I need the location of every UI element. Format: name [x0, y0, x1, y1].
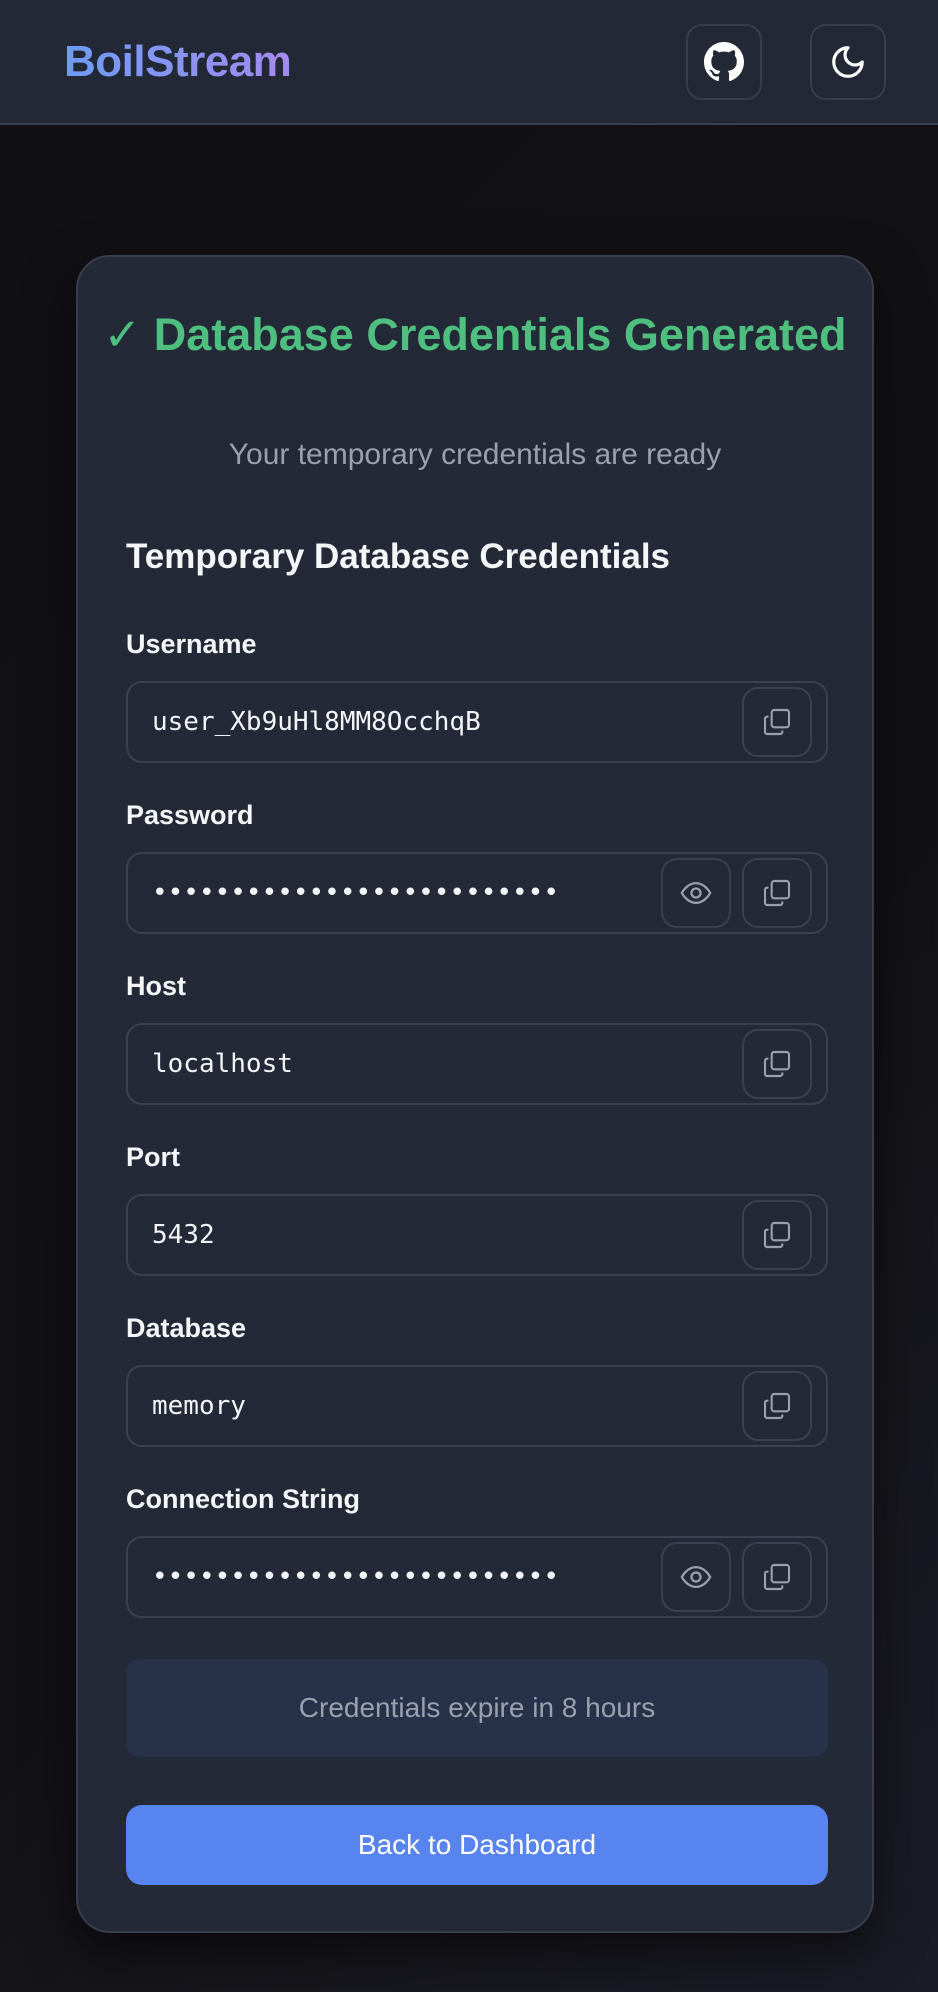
copy-icon: [763, 1221, 791, 1249]
field-value[interactable]: localhost: [152, 1049, 293, 1079]
reveal-connection-string-button[interactable]: [661, 1542, 731, 1612]
reveal-password-button[interactable]: [661, 858, 731, 928]
top-header: BoilStream: [0, 0, 938, 125]
title-text: Database Credentials Generated: [153, 309, 847, 360]
check-icon: ✓: [103, 309, 142, 360]
field-label: Host: [126, 971, 186, 1001]
port-input[interactable]: 5432: [126, 1194, 828, 1276]
section-title: Temporary Database Credentials: [126, 537, 671, 576]
field-value[interactable]: 5432: [152, 1220, 215, 1250]
field-value-masked[interactable]: ••••••••••••••••••••••••••: [152, 878, 559, 908]
connection-string-input[interactable]: ••••••••••••••••••••••••••: [126, 1536, 828, 1618]
connection-string-field: Connection String ••••••••••••••••••••••…: [126, 1482, 828, 1618]
username-input[interactable]: user_Xb9uHl8MM8OcchqB: [126, 681, 828, 763]
copy-connection-string-button[interactable]: [742, 1542, 812, 1612]
credentials-card: ✓ Database Credentials Generated Your te…: [76, 255, 874, 1933]
copy-icon: [763, 1563, 791, 1591]
eye-icon: [680, 1565, 712, 1589]
field-label: Password: [126, 800, 254, 830]
field-value[interactable]: memory: [152, 1391, 246, 1421]
password-input[interactable]: ••••••••••••••••••••••••••: [126, 852, 828, 934]
page-title: ✓ Database Credentials Generated: [78, 307, 872, 363]
copy-password-button[interactable]: [742, 858, 812, 928]
field-label: Username: [126, 629, 257, 659]
copy-icon: [763, 879, 791, 907]
back-to-dashboard-button[interactable]: Back to Dashboard: [126, 1805, 828, 1885]
database-input[interactable]: memory: [126, 1365, 828, 1447]
copy-username-button[interactable]: [742, 687, 812, 757]
copy-icon: [763, 1392, 791, 1420]
brand-logo[interactable]: BoilStream: [64, 34, 292, 90]
field-label: Port: [126, 1142, 180, 1172]
github-button[interactable]: [686, 24, 762, 100]
host-field: Host localhost: [126, 969, 828, 1105]
github-icon: [704, 42, 744, 82]
copy-port-button[interactable]: [742, 1200, 812, 1270]
username-field: Username user_Xb9uHl8MM8OcchqB: [126, 627, 828, 763]
expiry-notice: Credentials expire in 8 hours: [126, 1659, 828, 1757]
copy-icon: [763, 708, 791, 736]
moon-icon: [832, 46, 864, 78]
password-field: Password ••••••••••••••••••••••••••: [126, 798, 828, 934]
theme-toggle-button[interactable]: [810, 24, 886, 100]
page-subtitle: Your temporary credentials are ready: [228, 438, 722, 471]
field-value-masked[interactable]: ••••••••••••••••••••••••••: [152, 1562, 559, 1592]
copy-database-button[interactable]: [742, 1371, 812, 1441]
copy-host-button[interactable]: [742, 1029, 812, 1099]
field-value[interactable]: user_Xb9uHl8MM8OcchqB: [152, 707, 481, 737]
host-input[interactable]: localhost: [126, 1023, 828, 1105]
field-label: Connection String: [126, 1484, 360, 1514]
database-field: Database memory: [126, 1311, 828, 1447]
eye-icon: [680, 881, 712, 905]
copy-icon: [763, 1050, 791, 1078]
port-field: Port 5432: [126, 1140, 828, 1276]
field-label: Database: [126, 1313, 247, 1343]
